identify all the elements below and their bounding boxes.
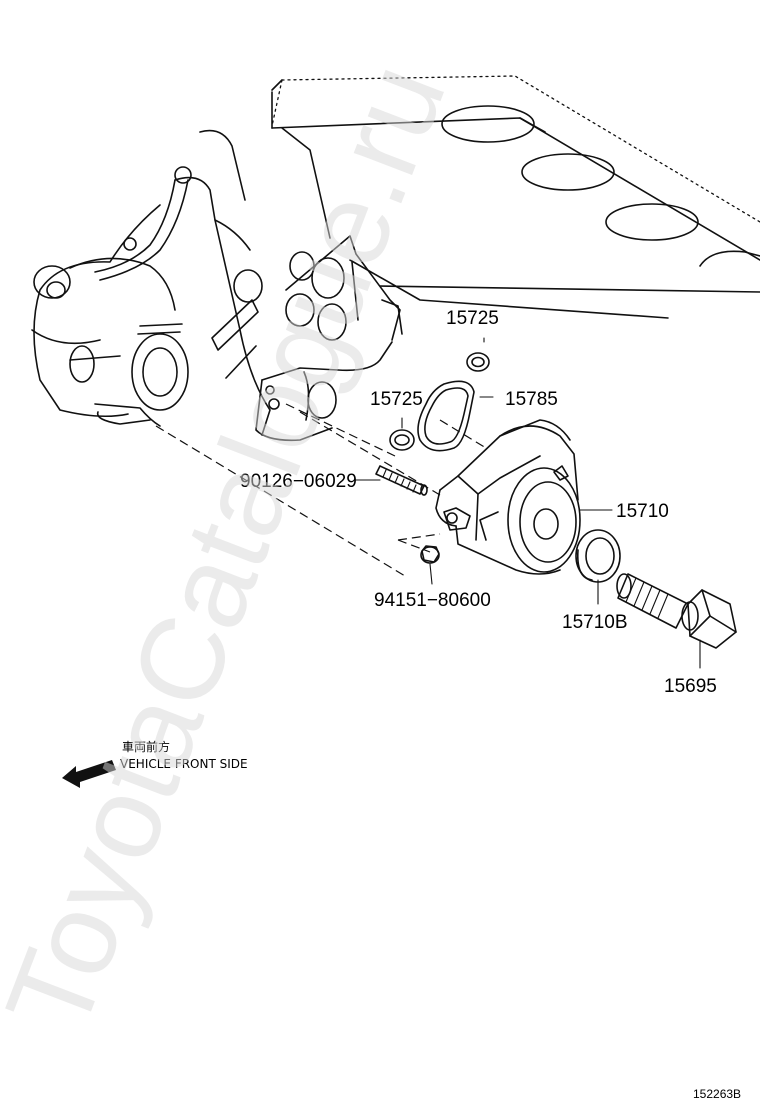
diagram-code: 152263B (693, 1087, 741, 1101)
o-ring-15710b (575, 529, 621, 583)
part-label-15725-left: 15725 (370, 389, 423, 410)
part-label-15710b: 15710B (562, 612, 628, 633)
part-label-15785: 15785 (505, 389, 558, 410)
part-label-94151-80600: 94151−80600 (374, 590, 491, 611)
part-label-15725-top: 15725 (446, 308, 499, 329)
seal-15725-upper (466, 352, 490, 372)
pump-housing-15710 (435, 419, 581, 575)
part-label-15695: 15695 (664, 676, 717, 697)
stud-bolt-90126 (375, 465, 428, 496)
watermark-text: ToyotaCatalogue.ru (0, 47, 471, 1050)
engine-block-drawing (31, 75, 760, 442)
nut-94151 (420, 545, 440, 564)
front-note-japanese: 車両前方 (122, 739, 170, 754)
part-label-90126-06029: 90126−06029 (240, 471, 357, 492)
front-direction-arrow-icon (62, 760, 116, 788)
vehicle-front-indicator: 車両前方 VEHICLE FRONT SIDE (62, 739, 248, 788)
seal-15725-left (389, 429, 415, 451)
gasket-15785 (417, 380, 475, 452)
part-label-15710: 15710 (616, 501, 669, 522)
union-bolt-15695 (616, 573, 737, 649)
front-note-english: VEHICLE FRONT SIDE (120, 757, 248, 771)
leader-lines (155, 337, 701, 669)
